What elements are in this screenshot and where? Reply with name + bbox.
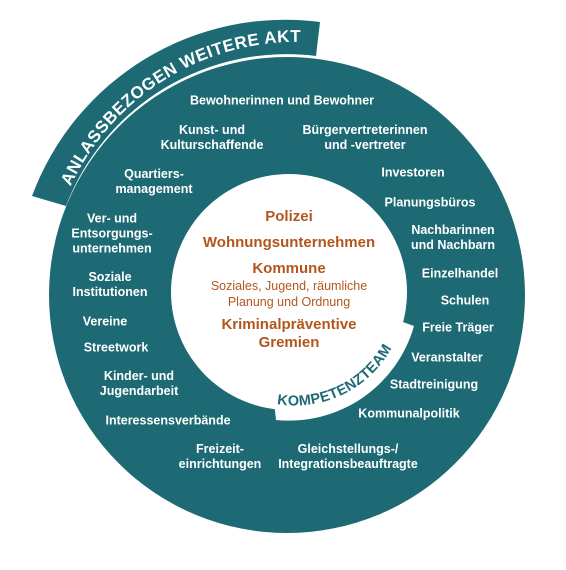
actor-freizeiteinrichtungen: Freizeit- einrichtungen: [178, 442, 262, 471]
actor-soziale-institutionen: Soziale Institutionen: [72, 270, 148, 299]
actor-kinder-jugendarbeit: Kinder- und Jugendarbeit: [99, 369, 179, 398]
actor-ver-entsorgung: Ver- und Entsorgungs- unternehmen: [71, 211, 153, 256]
core-polizei: Polizei: [265, 208, 313, 225]
core-kriminalpraeventive: Kriminalpräventive: [221, 316, 357, 333]
actor-veranstalter: Veranstalter: [411, 350, 483, 365]
actor-vereine: Vereine: [82, 314, 128, 329]
core-gremien: Gremien: [258, 334, 320, 351]
actor-stadtreinigung: Stadtreinigung: [389, 377, 479, 392]
actor-planungsbueros: Planungsbüros: [384, 195, 476, 210]
core-kommune: Kommune: [252, 260, 326, 277]
actor-interessensverbaende: Interessensverbände: [105, 413, 231, 428]
actor-nachbarn: Nachbarinnen und Nachbarn: [410, 223, 496, 252]
actor-streetwork: Streetwork: [83, 340, 149, 355]
actor-investoren: Investoren: [381, 165, 445, 180]
core-kommune-sub1: Soziales, Jugend, räumliche: [210, 279, 368, 293]
actor-kunst: Kunst- und Kulturschaffende: [160, 123, 264, 152]
core-wohnungsunternehmen: Wohnungsunternehmen: [202, 234, 376, 251]
actor-quartiersmanagement: Quartiers- management: [115, 167, 193, 196]
core-group: Polizei Wohnungsunternehmen Kommune Sozi…: [184, 198, 394, 388]
actor-einzelhandel: Einzelhandel: [421, 266, 499, 281]
core-banner: [272, 316, 414, 421]
actor-freie-traeger: Freie Träger: [422, 320, 494, 335]
actor-buergervertreter: Bürgervertreterinnen und -vertreter: [302, 123, 428, 152]
core-circle: [171, 174, 407, 410]
outer-banner: [32, 19, 320, 206]
actor-gleichstellung: Gleichstellungs-/ Integrationsbeauftragt…: [278, 442, 418, 471]
actor-bewohner: Bewohnerinnen und Bewohner: [189, 93, 375, 108]
core-kommune-sub2: Planung und Ordnung: [227, 295, 351, 309]
actor-schulen: Schulen: [440, 293, 490, 308]
actor-kommunalpolitik: Kommunalpolitik: [358, 406, 460, 421]
